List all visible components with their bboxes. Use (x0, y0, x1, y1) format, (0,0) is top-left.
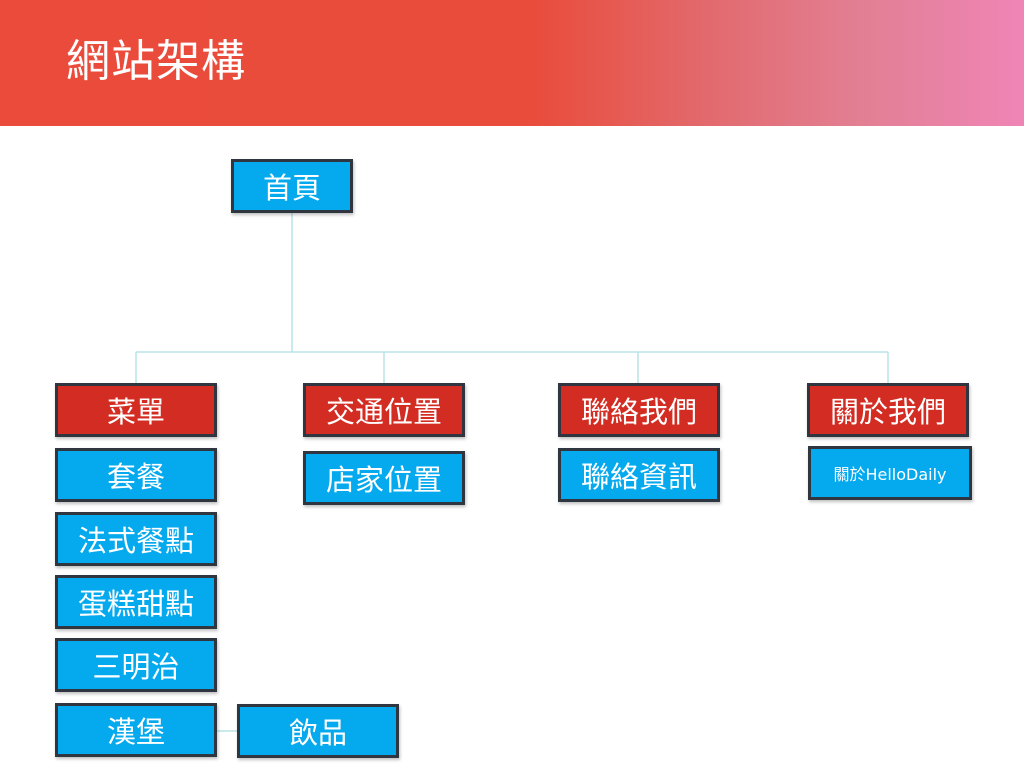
node-section-traffic-label: 交通位置 (325, 395, 442, 429)
node-section-contact: 聯絡我們 (558, 383, 720, 437)
node-section-about-label: 關於我們 (829, 395, 946, 429)
node-section-menu-label: 菜單 (106, 395, 165, 429)
node-menu-cakes: 蛋糕甜點 (55, 575, 217, 629)
slide-title: 網站架構 (66, 36, 246, 87)
node-menu-hamburger: 漢堡 (55, 703, 217, 757)
node-menu-drinks-label: 飲品 (288, 716, 347, 750)
node-section-contact-label: 聯絡我們 (580, 395, 697, 429)
node-menu-french: 法式餐點 (55, 512, 217, 566)
node-menu-sandwich: 三明治 (55, 638, 217, 692)
node-menu-set-meal-label: 套餐 (106, 460, 165, 494)
node-section-menu: 菜單 (55, 383, 217, 437)
node-menu-hamburger-label: 漢堡 (106, 715, 165, 749)
node-menu-set-meal: 套餐 (55, 448, 217, 502)
node-about-hellodaily: 關於HelloDaily (808, 446, 972, 500)
node-contact-info: 聯絡資訊 (558, 448, 720, 502)
node-traffic-store-location-label: 店家位置 (325, 463, 442, 497)
node-contact-info-label: 聯絡資訊 (580, 460, 697, 494)
node-menu-sandwich-label: 三明治 (92, 650, 180, 684)
node-menu-cakes-label: 蛋糕甜點 (77, 587, 194, 621)
node-traffic-store-location: 店家位置 (303, 451, 465, 505)
node-about-hellodaily-label: 關於HelloDaily (833, 465, 947, 484)
node-root-home-label: 首頁 (262, 171, 321, 205)
node-menu-french-label: 法式餐點 (77, 524, 194, 558)
node-section-about: 關於我們 (807, 383, 969, 437)
node-root-home: 首頁 (231, 159, 353, 213)
header-band (0, 0, 1024, 126)
node-menu-drinks: 飲品 (237, 704, 399, 758)
node-section-traffic: 交通位置 (303, 383, 465, 437)
